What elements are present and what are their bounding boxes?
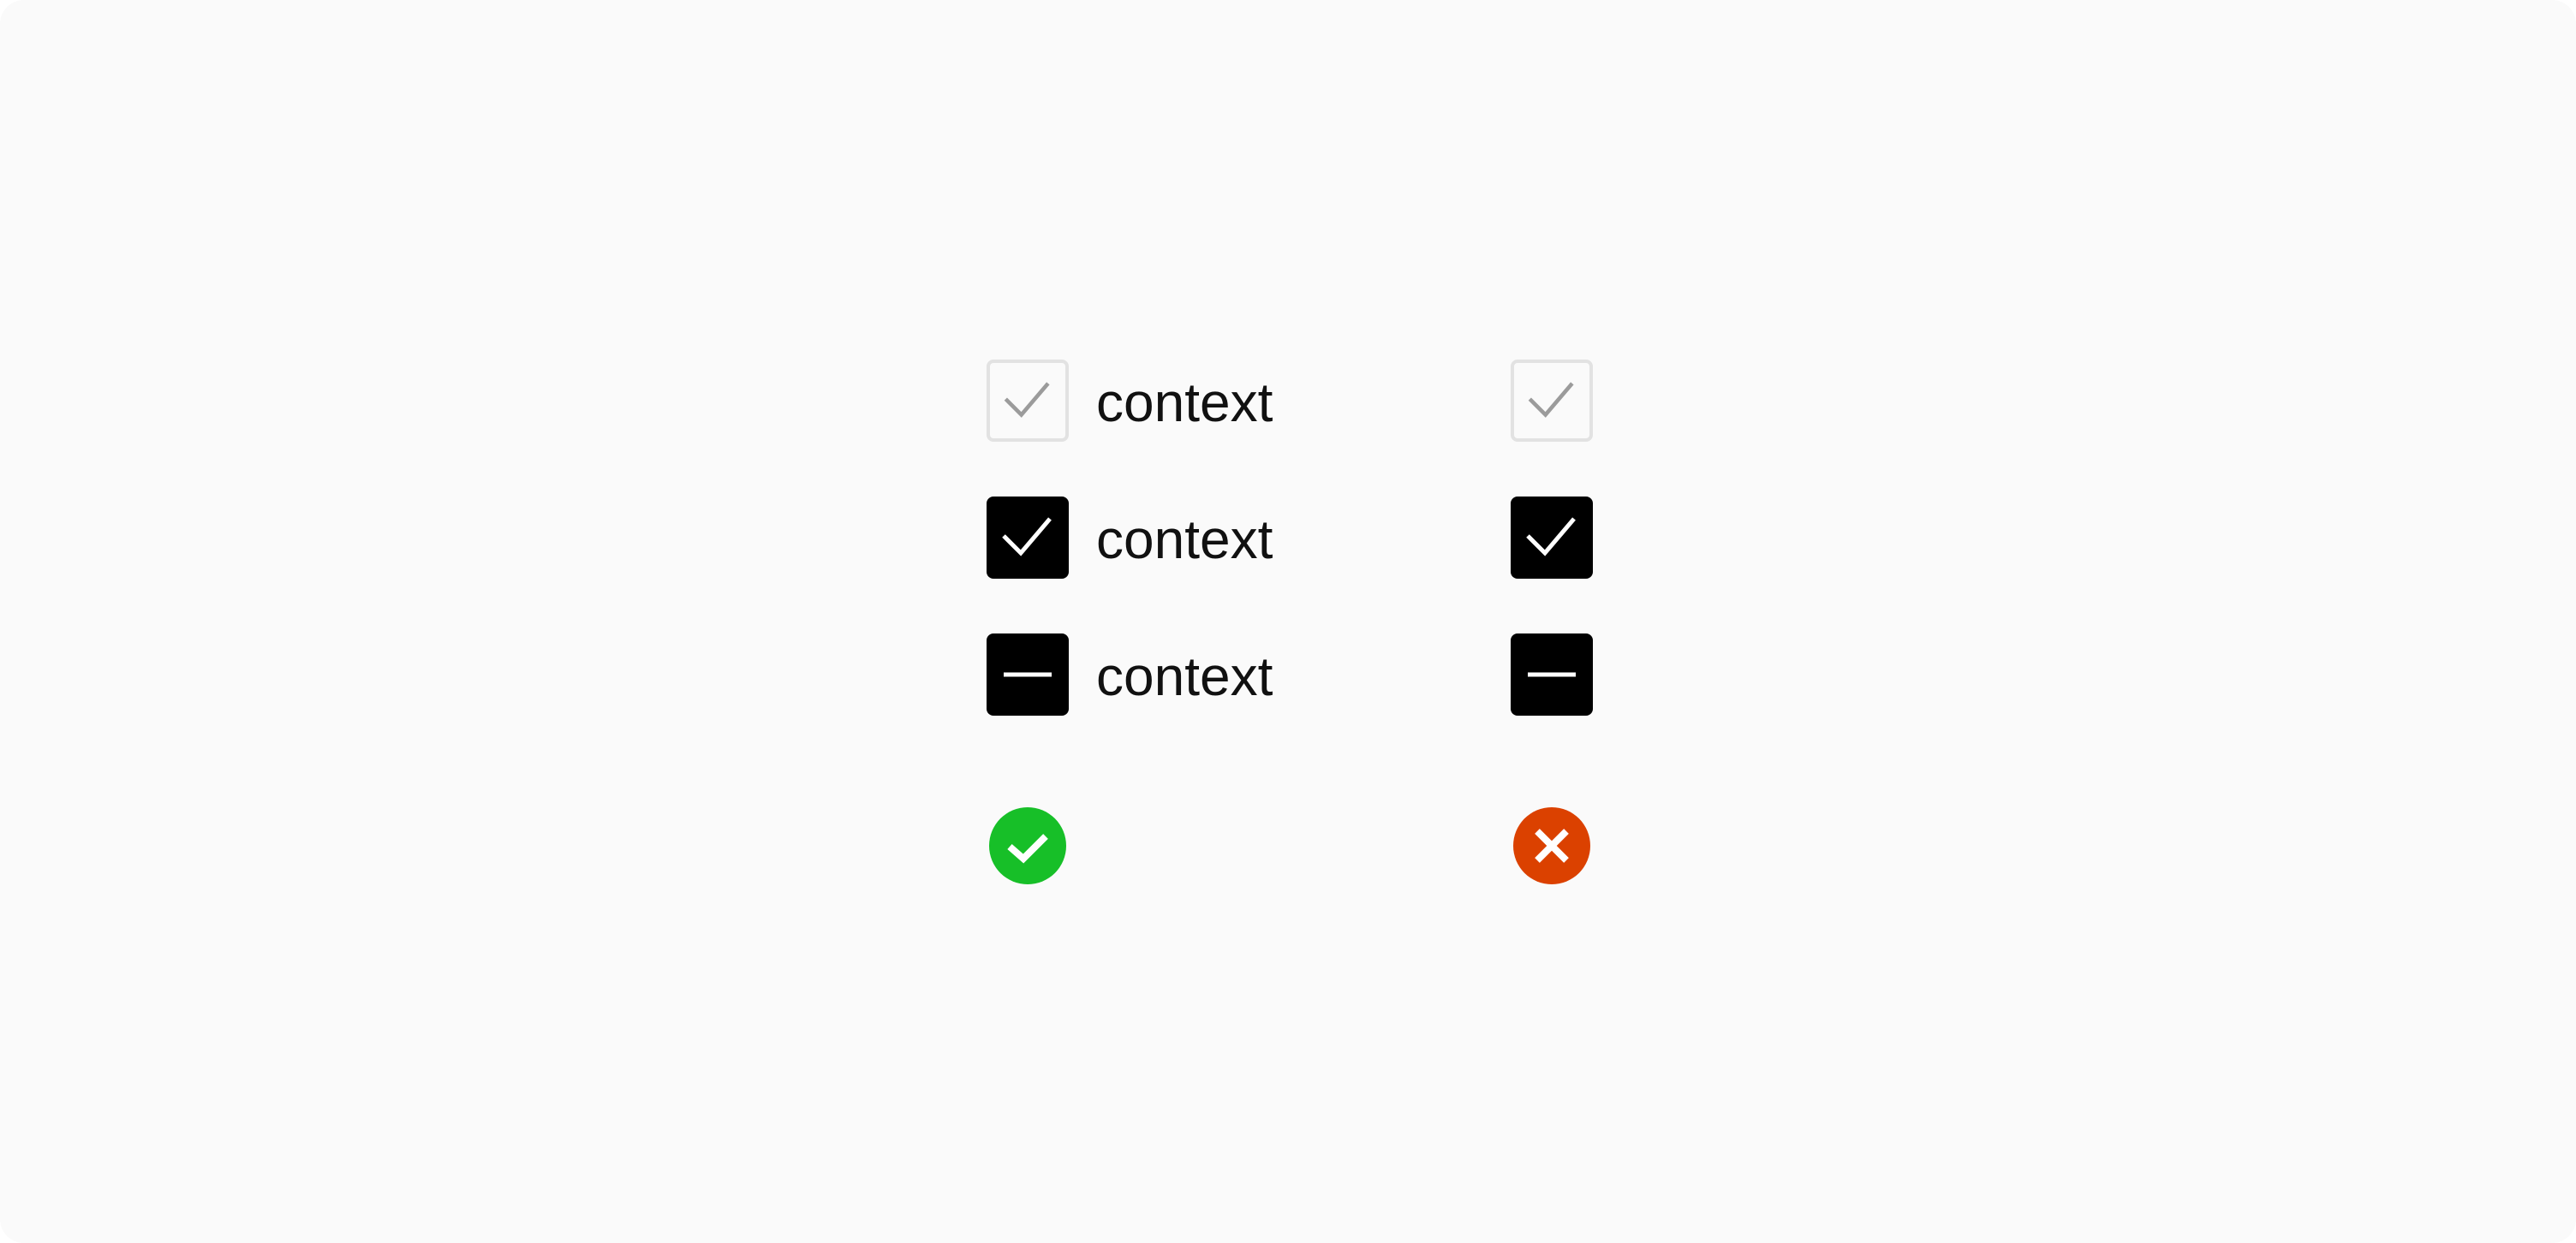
checkbox-unchecked-with-label[interactable] — [987, 360, 1069, 442]
checkbox-checked[interactable] — [1511, 497, 1593, 579]
checkbox-label: context — [1096, 508, 1273, 570]
check-icon — [1004, 382, 1050, 418]
checkbox-checked-with-label[interactable] — [987, 497, 1069, 579]
checkbox-indeterminate-with-label[interactable] — [987, 633, 1069, 716]
success-check-icon — [989, 807, 1066, 884]
checkbox-label: context — [1096, 645, 1273, 707]
check-icon — [1002, 517, 1052, 556]
minus-icon — [1528, 672, 1576, 677]
checkbox-unchecked[interactable] — [1511, 360, 1593, 442]
check-mark-icon — [1007, 834, 1048, 864]
check-icon — [1528, 382, 1574, 418]
error-x-icon — [1513, 807, 1590, 884]
minus-icon — [1004, 672, 1052, 677]
x-mark-icon — [1535, 829, 1569, 863]
check-icon — [1526, 517, 1576, 556]
checkbox-label: context — [1096, 372, 1273, 433]
checkbox-indeterminate[interactable] — [1511, 633, 1593, 716]
